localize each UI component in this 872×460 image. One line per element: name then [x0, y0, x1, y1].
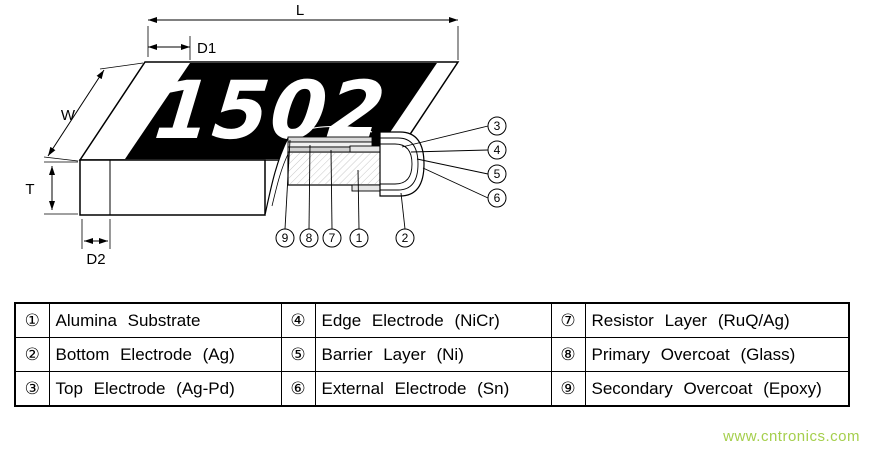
resistor-construction-diagram: L D1 1502	[25, 2, 507, 268]
legend-row: ③ Top Electrode (Ag-Pd) ⑥ External Elect…	[14, 371, 850, 407]
callout-3: 3	[487, 116, 507, 136]
legend-num-cell: ⑨	[550, 371, 586, 407]
overcoat-dome-curve	[289, 125, 373, 137]
callout-number: 7	[329, 231, 336, 245]
legend-text-cell: External Electrode (Sn)	[314, 371, 552, 407]
legend-num-cell: ⑧	[550, 337, 586, 372]
dimension-T	[44, 161, 78, 215]
dimension-L	[147, 17, 459, 60]
secondary-overcoat-layer	[287, 136, 373, 143]
dimension-W	[43, 62, 144, 162]
legend-num-cell: ⑤	[280, 337, 316, 372]
dimension-W-label: W	[61, 107, 76, 124]
construction-legend-table: ① Alumina Substrate ④ Edge Electrode (Ni…	[14, 302, 850, 407]
callout-circle	[487, 188, 507, 208]
cutaway-fill	[265, 138, 288, 215]
callout-number: 1	[356, 231, 363, 245]
callout-number: 8	[306, 231, 313, 245]
right-leader-lines	[401, 125, 489, 199]
legend-num-cell: ②	[14, 337, 50, 372]
callout-number: 9	[282, 231, 289, 245]
legend-num-cell: ⑥	[280, 371, 316, 407]
chip-marking-area	[125, 63, 437, 159]
dimension-T-extension-lines	[44, 161, 78, 215]
legend-num-cell: ①	[14, 302, 50, 338]
dimension-D2	[81, 219, 111, 249]
top-layer-stack	[287, 136, 409, 153]
edge-electrode-wrap	[380, 143, 413, 185]
callout-circle	[395, 228, 415, 248]
dimension-L-extension-lines	[147, 26, 459, 60]
external-electrode-wrap	[379, 131, 425, 197]
dimension-D2-extension-lines	[81, 219, 111, 249]
legend-text-cell: Edge Electrode (NiCr)	[314, 302, 552, 338]
dimension-L-label: L	[296, 2, 304, 19]
dimension-D2-label: D2	[86, 251, 105, 268]
legend-row: ① Alumina Substrate ④ Edge Electrode (Ni…	[14, 302, 850, 338]
callout-number: 4	[494, 143, 501, 157]
callout-number: 3	[494, 119, 501, 133]
legend-num-cell: ③	[14, 371, 50, 407]
callout-5: 5	[487, 164, 507, 184]
legend-num-cell: ⑦	[550, 302, 586, 338]
legend-text-cell: Primary Overcoat (Glass)	[584, 337, 850, 372]
callout-7: 7	[322, 228, 342, 248]
callout-4: 4	[487, 140, 507, 160]
callout-9: 9	[275, 228, 295, 248]
callout-circle	[322, 228, 342, 248]
legend-num-cell: ④	[280, 302, 316, 338]
callout-circle	[275, 228, 295, 248]
legend-text-cell: Top Electrode (Ag-Pd)	[48, 371, 282, 407]
legend-row: ② Bottom Electrode (Ag) ⑤ Barrier Layer …	[14, 337, 850, 372]
callout-6: 6	[487, 188, 507, 208]
callout-circle	[487, 164, 507, 184]
cutaway-peel-curves	[264, 137, 290, 216]
callout-circle	[299, 228, 319, 248]
bottom-leader-lines	[284, 139, 406, 230]
callout-number: 5	[494, 167, 501, 181]
dimension-D1-label: D1	[197, 40, 216, 57]
dimension-D1	[148, 36, 191, 60]
dimension-W-extension-lines	[43, 62, 144, 162]
barrier-layer-wrap	[380, 137, 419, 191]
callout-circle	[487, 140, 507, 160]
legend-text-cell: Resistor Layer (RuQ/Ag)	[584, 302, 850, 338]
callout-number: 2	[402, 231, 409, 245]
legend-text-cell: Secondary Overcoat (Epoxy)	[584, 371, 850, 407]
callout-number: 6	[494, 191, 501, 205]
callout-1: 1	[349, 228, 369, 248]
callout-8: 8	[299, 228, 319, 248]
chip-front-face	[79, 159, 266, 216]
callout-circle	[349, 228, 369, 248]
dimension-T-label: T	[25, 181, 34, 198]
callout-circle	[487, 116, 507, 136]
legend-text-cell: Barrier Layer (Ni)	[314, 337, 552, 372]
legend-text-cell: Bottom Electrode (Ag)	[48, 337, 282, 372]
legend-text-cell: Alumina Substrate	[48, 302, 282, 338]
watermark-text: www.cntronics.com	[723, 428, 860, 445]
callout-2: 2	[395, 228, 415, 248]
